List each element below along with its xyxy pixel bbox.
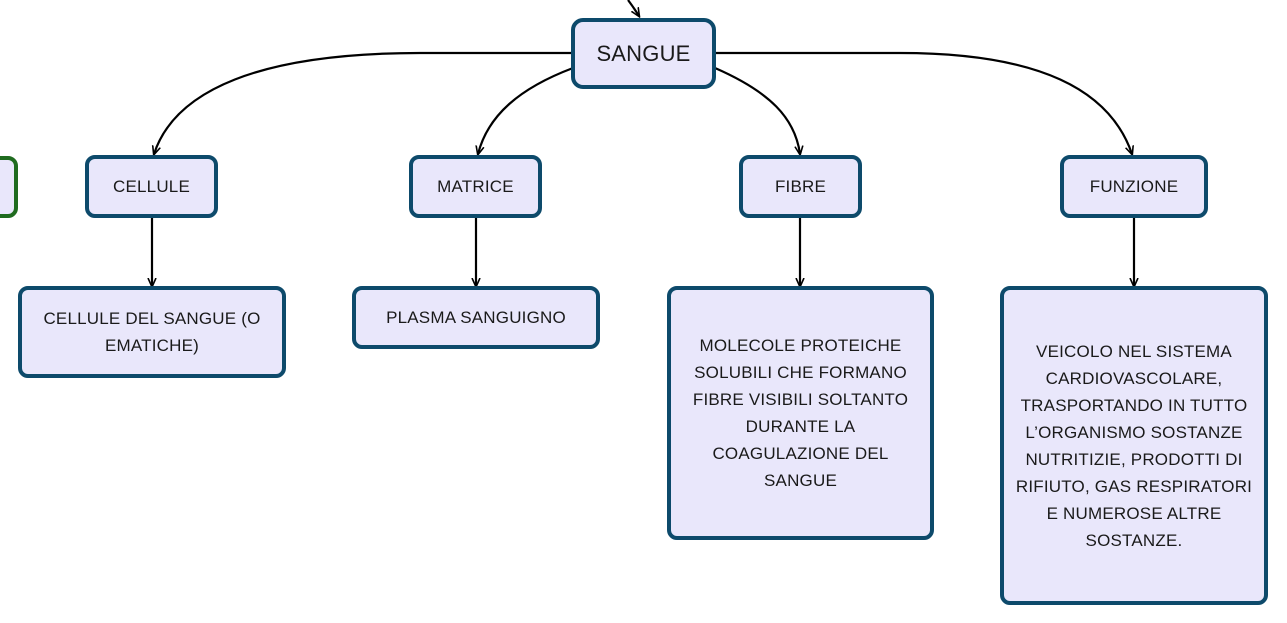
partial-node-left[interactable] (0, 156, 18, 218)
node-sangue-label: SANGUE (596, 41, 691, 66)
node-matrice[interactable]: MATRICE (409, 155, 542, 218)
node-cellule-label: CELLULE (113, 177, 190, 196)
node-cellule-detail[interactable]: CELLULE DEL SANGUE (O EMATICHE) (18, 286, 286, 378)
node-cellule[interactable]: CELLULE (85, 155, 218, 218)
node-fibre[interactable]: FIBRE (739, 155, 862, 218)
edge-root-funzione (715, 51, 1132, 154)
node-fibre-detail[interactable]: MOLECOLE PROTEICHE SOLUBILI CHE FORMANO … (667, 286, 934, 540)
node-fibre-label: FIBRE (774, 177, 827, 196)
edge-root-cellule (154, 51, 573, 154)
node-funzione-label: FUNZIONE (1089, 177, 1179, 196)
edge-root-matrice (478, 66, 574, 154)
node-funzione-detail-label: VEICOLO NEL SISTEMA CARDIOVASCOLARE, TRA… (1015, 341, 1253, 550)
edge-root-fibre (714, 66, 800, 154)
node-funzione[interactable]: FUNZIONE (1060, 155, 1208, 218)
node-cellule-detail-label: CELLULE DEL SANGUE (O EMATICHE) (43, 309, 261, 355)
node-funzione-detail[interactable]: VEICOLO NEL SISTEMA CARDIOVASCOLARE, TRA… (1000, 286, 1268, 605)
edge-incoming-root (627, 0, 639, 16)
node-sangue[interactable]: SANGUE (571, 18, 716, 89)
node-matrice-label: MATRICE (437, 177, 514, 196)
node-matrice-detail-label: PLASMA SANGUIGNO (386, 308, 566, 327)
node-matrice-detail[interactable]: PLASMA SANGUIGNO (352, 286, 600, 349)
node-fibre-detail-label: MOLECOLE PROTEICHE SOLUBILI CHE FORMANO … (692, 336, 909, 490)
